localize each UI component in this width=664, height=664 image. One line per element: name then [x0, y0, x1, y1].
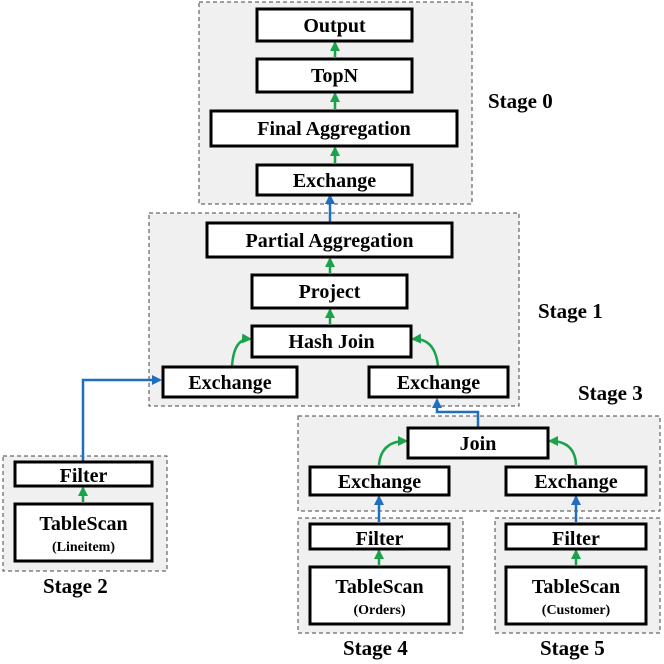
node-tablescan-stage4: TableScan (Orders) [308, 565, 451, 626]
node-exchange-stage3-left: Exchange [308, 465, 451, 497]
node-exchange-stage0: Exchange [255, 163, 414, 197]
node-final-aggregation-label: Final Aggregation [257, 118, 411, 140]
node-exchange-stage1-left: Exchange [161, 365, 299, 399]
node-tablescan-stage2-label: TableScan [39, 513, 127, 535]
node-tablescan-stage2-sub: (Lineitem) [52, 540, 115, 555]
node-partial-aggregation-label: Partial Aggregation [246, 230, 414, 252]
edge-stage3-to-stage1 [432, 398, 480, 428]
node-filter-stage2-label: Filter [60, 465, 108, 487]
stage-2-label: Stage 2 [43, 574, 108, 598]
node-join-stage3-label: Join [460, 433, 497, 455]
node-filter-stage4-label: Filter [356, 528, 404, 550]
edge-exchange-left-join [377, 436, 408, 466]
node-filter-stage2: Filter [13, 460, 154, 488]
node-topn-label: TopN [311, 65, 359, 87]
node-output-label: Output [303, 15, 366, 37]
node-exchange-stage3-right-label: Exchange [534, 471, 617, 493]
node-exchange-stage1-left-label: Exchange [188, 372, 271, 394]
node-hash-join-label: Hash Join [288, 331, 374, 353]
edge-exchange-right-join [548, 436, 578, 466]
node-filter-stage5: Filter [504, 522, 648, 551]
node-tablescan-stage4-sub: (Orders) [353, 603, 405, 618]
node-tablescan-stage4-label: TableScan [335, 576, 423, 598]
node-project-label: Project [299, 281, 361, 303]
node-hash-join: Hash Join [250, 324, 413, 359]
node-topn: TopN [255, 57, 414, 94]
stage-3-label: Stage 3 [578, 381, 643, 405]
stage-1-label: Stage 1 [538, 299, 603, 323]
stage-0-label: Stage 0 [488, 89, 553, 113]
node-join-stage3: Join [406, 426, 550, 460]
stage-4-label: Stage 4 [343, 636, 408, 660]
edge-exchange-right-hashjoin [411, 333, 440, 367]
node-tablescan-stage2: TableScan (Lineitem) [13, 502, 154, 563]
node-tablescan-stage5-sub: (Customer) [542, 603, 611, 618]
node-partial-aggregation: Partial Aggregation [205, 221, 454, 259]
node-output: Output [255, 7, 414, 43]
node-filter-stage5-label: Filter [552, 528, 600, 550]
node-exchange-stage1-right-label: Exchange [397, 372, 480, 394]
node-exchange-stage3-right: Exchange [504, 465, 648, 497]
node-exchange-stage1-right: Exchange [367, 365, 510, 399]
node-exchange-stage0-label: Exchange [293, 170, 376, 192]
node-filter-stage4: Filter [308, 522, 451, 551]
node-tablescan-stage5: TableScan (Customer) [504, 565, 648, 626]
node-exchange-stage3-left-label: Exchange [338, 471, 421, 493]
node-project: Project [250, 273, 409, 310]
edge-exchange-left-hashjoin [230, 333, 252, 367]
node-final-aggregation: Final Aggregation [209, 109, 459, 148]
node-tablescan-stage5-label: TableScan [532, 576, 620, 598]
stage-5-label: Stage 5 [540, 636, 605, 660]
edge-stage2-to-stage1 [81, 375, 162, 461]
